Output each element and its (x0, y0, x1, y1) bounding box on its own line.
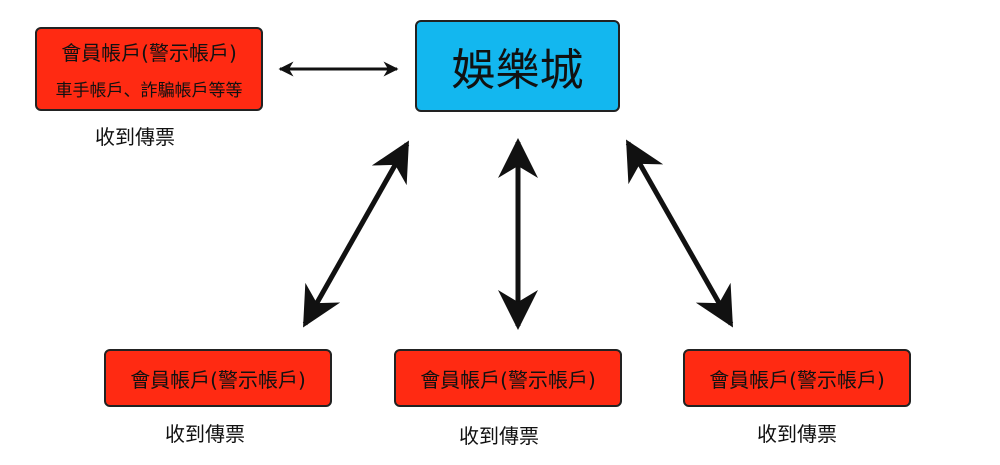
subpoena-caption-top: 收到傳票 (95, 125, 175, 149)
arrow-center-bottom-right (625, 139, 734, 328)
member-account-node-bottom-left: 會員帳戶(警示帳戶) (104, 349, 332, 407)
member-account-label: 會員帳戶(警示帳戶) (130, 367, 306, 392)
member-account-label: 會員帳戶(警示帳戶) (709, 367, 885, 392)
mule-fraud-account-label: 車手帳戶、詐騙帳戶等等 (55, 81, 243, 101)
casino-node: 娛樂城 (415, 20, 620, 112)
member-account-label: 會員帳戶(警示帳戶) (420, 367, 596, 392)
arrow-center-bottom-left (302, 140, 410, 328)
member-account-node-top: 會員帳戶(警示帳戶) 車手帳戶、詐騙帳戶等等 (35, 27, 263, 111)
member-account-node-bottom-middle: 會員帳戶(警示帳戶) (394, 349, 622, 407)
subpoena-caption-bottom-left: 收到傳票 (165, 422, 245, 446)
casino-label: 娛樂城 (451, 45, 584, 96)
member-account-label: 會員帳戶(警示帳戶) (61, 41, 237, 65)
subpoena-caption-bottom-right: 收到傳票 (757, 422, 837, 446)
member-account-node-bottom-right: 會員帳戶(警示帳戶) (683, 349, 911, 407)
subpoena-caption-bottom-middle: 收到傳票 (459, 424, 539, 448)
